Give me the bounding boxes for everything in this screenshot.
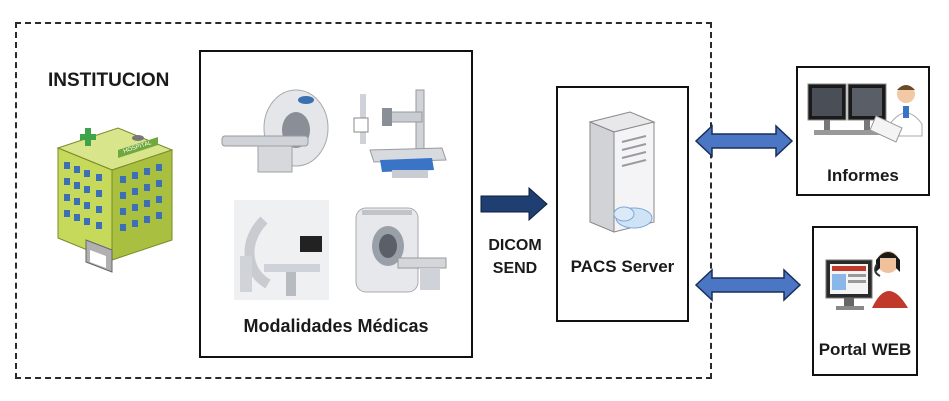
monitors-doctor-icon bbox=[804, 76, 924, 156]
dicom-send-arrow bbox=[479, 186, 551, 222]
send-label: SEND bbox=[492, 260, 538, 277]
portal-web-label: Portal WEB bbox=[818, 340, 912, 359]
institution-title: INSTITUCION bbox=[48, 70, 170, 91]
informes-label: Informes bbox=[827, 166, 899, 185]
modalities-label: Modalidades Médicas bbox=[243, 316, 429, 336]
institution-boundary bbox=[15, 22, 712, 379]
angiography-icon bbox=[234, 200, 329, 300]
pacs-server-label: PACS Server bbox=[570, 257, 675, 276]
informes-double-arrow bbox=[694, 124, 794, 158]
hospital-building-icon: HOSPITAL bbox=[40, 110, 190, 285]
portal-double-arrow bbox=[694, 268, 802, 302]
ct-scanner-icon bbox=[218, 86, 333, 186]
web-operator-icon bbox=[822, 238, 910, 326]
x-ray-table-icon bbox=[346, 84, 456, 188]
dicom-label: DICOM bbox=[488, 237, 542, 254]
server-tower-icon bbox=[584, 108, 664, 238]
mri-scanner-icon bbox=[350, 200, 450, 300]
